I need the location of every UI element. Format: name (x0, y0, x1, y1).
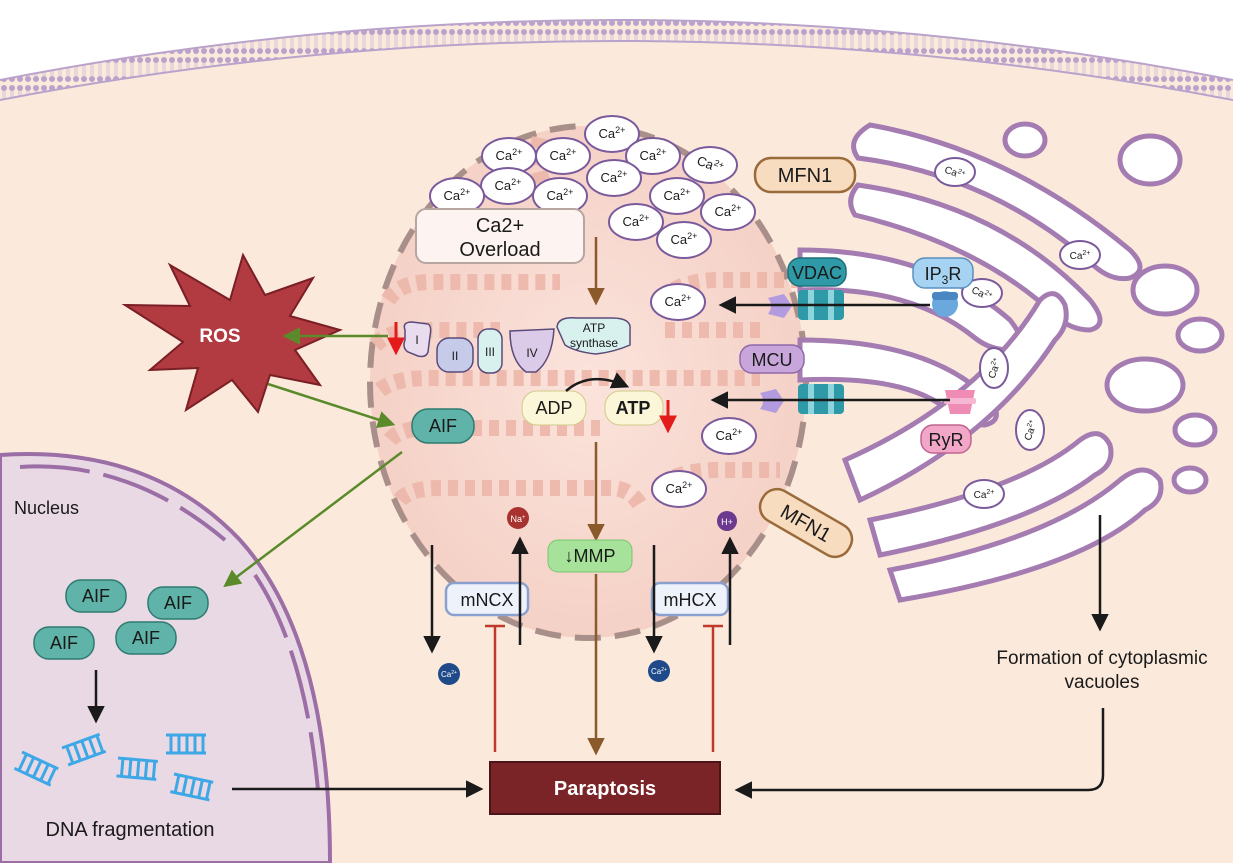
na-ion-icon (507, 507, 529, 529)
inhibition-lines (485, 624, 723, 752)
vacuoles-line2: vacuoles (1065, 672, 1140, 693)
aif-mito-label: AIF (429, 416, 457, 436)
ryr-badge (920, 424, 972, 454)
aif-nucleus-label: AIF (82, 586, 110, 606)
ca-label: Ca2+ (665, 293, 692, 309)
ca-label: Ca2+ (671, 231, 698, 247)
adp-to-atp-arrow (565, 372, 630, 392)
mmp-box (547, 539, 633, 573)
mcu-badge (739, 344, 805, 374)
na-ion-label: Na+ (510, 514, 526, 524)
dna-fragmentation-label: DNA fragmentation (46, 819, 215, 841)
complex-iii-label: III (485, 345, 495, 359)
ca-label: Ca2+ (623, 213, 650, 229)
aif-nucleus-label: AIF (164, 593, 192, 613)
ca-ion-icon (429, 115, 1101, 509)
ca-label: Ca2+ (666, 480, 693, 496)
ca-label: Ca2+ (495, 177, 522, 193)
paraptosis-box (489, 761, 721, 815)
atp-synthase-line1: ATP (583, 321, 605, 335)
vacuoles-line1: Formation of cytoplasmic (996, 648, 1207, 669)
aif-mito (411, 408, 475, 444)
ca-label: Ca2+ (550, 147, 577, 163)
ca-label: Ca2+ (496, 147, 523, 163)
ca-label: Ca2+ (599, 125, 626, 141)
endoplasmic-reticulum (797, 121, 1225, 603)
vdac-badge (787, 257, 847, 287)
ca-label: Ca2+ (1022, 419, 1040, 443)
h-ion-label: H+ (721, 517, 733, 527)
ryr-label: RyR (929, 430, 964, 450)
mhcx-transporter (650, 581, 730, 617)
mfn1-top-label: MFN1 (778, 165, 832, 187)
dna-fragment-icon (13, 732, 214, 802)
ca-label: Ca2+ (970, 284, 994, 304)
ca-overload-box (415, 208, 585, 264)
mcu-label: MCU (752, 350, 793, 370)
ros-to-aif-arrow (267, 382, 396, 429)
aif-nucleus-label: AIF (132, 628, 160, 648)
ca-ion-icon (648, 660, 670, 682)
mmp-label: ↓MMP (565, 546, 616, 566)
ip3r-badge (912, 257, 974, 289)
adp-label: ADP (535, 398, 572, 418)
nucleus-label: Nucleus (14, 498, 79, 518)
ca-label: Ca2+ (974, 489, 995, 501)
overload-line1: Ca2+ (476, 215, 524, 237)
aif-nucleus-label: AIF (50, 633, 78, 653)
ip3r-label: IP3R (925, 264, 962, 287)
overload-line2: Overload (459, 239, 540, 261)
ca-label: Ca2+ (715, 203, 742, 219)
aif-nuclear-group (33, 579, 209, 660)
plasma-membrane (0, 20, 1233, 100)
ca-label: Ca2+ (986, 357, 1004, 381)
ca-label: Ca2+ (716, 427, 743, 443)
complex-iv-label: IV (526, 346, 537, 360)
atp-label: ATP (616, 398, 651, 418)
ca-label: Ca2+ (943, 164, 967, 182)
ca-ion-label: Ca2+ (651, 667, 667, 676)
aif-translocation-arrow (223, 451, 403, 588)
adp-pill (521, 390, 587, 426)
h-ion-icon (717, 511, 737, 531)
ca-ion-label: Ca2+ (441, 670, 457, 679)
mhcx-label: mHCX (664, 590, 717, 610)
complex-ii-label: II (452, 349, 459, 363)
atp-synthase-line2: synthase (570, 336, 618, 350)
ca-label: Ca2+ (640, 147, 667, 163)
ca-label: Ca2+ (444, 187, 471, 203)
ca-label: Ca2+ (601, 169, 628, 185)
atp-pill (604, 390, 664, 426)
ros-burst-icon (121, 252, 343, 415)
ca-label: Ca2+ (664, 187, 691, 203)
mncx-label: mNCX (461, 590, 514, 610)
ros-label: ROS (199, 326, 240, 347)
complex-i-label: I (415, 333, 418, 347)
paraptosis-label: Paraptosis (554, 778, 656, 800)
electron-transport-chain (403, 316, 631, 374)
ca-label: Ca2+ (547, 187, 574, 203)
mfn1-top (753, 156, 857, 194)
ca-label: Ca2+ (1070, 250, 1091, 262)
vacuoles-to-paraptosis-arrow (734, 708, 1105, 799)
vdac-label: VDAC (792, 263, 842, 283)
mncx-transporter (444, 581, 530, 617)
ca-ion-icon (438, 663, 460, 685)
ca-label: Ca2+ (695, 152, 726, 176)
